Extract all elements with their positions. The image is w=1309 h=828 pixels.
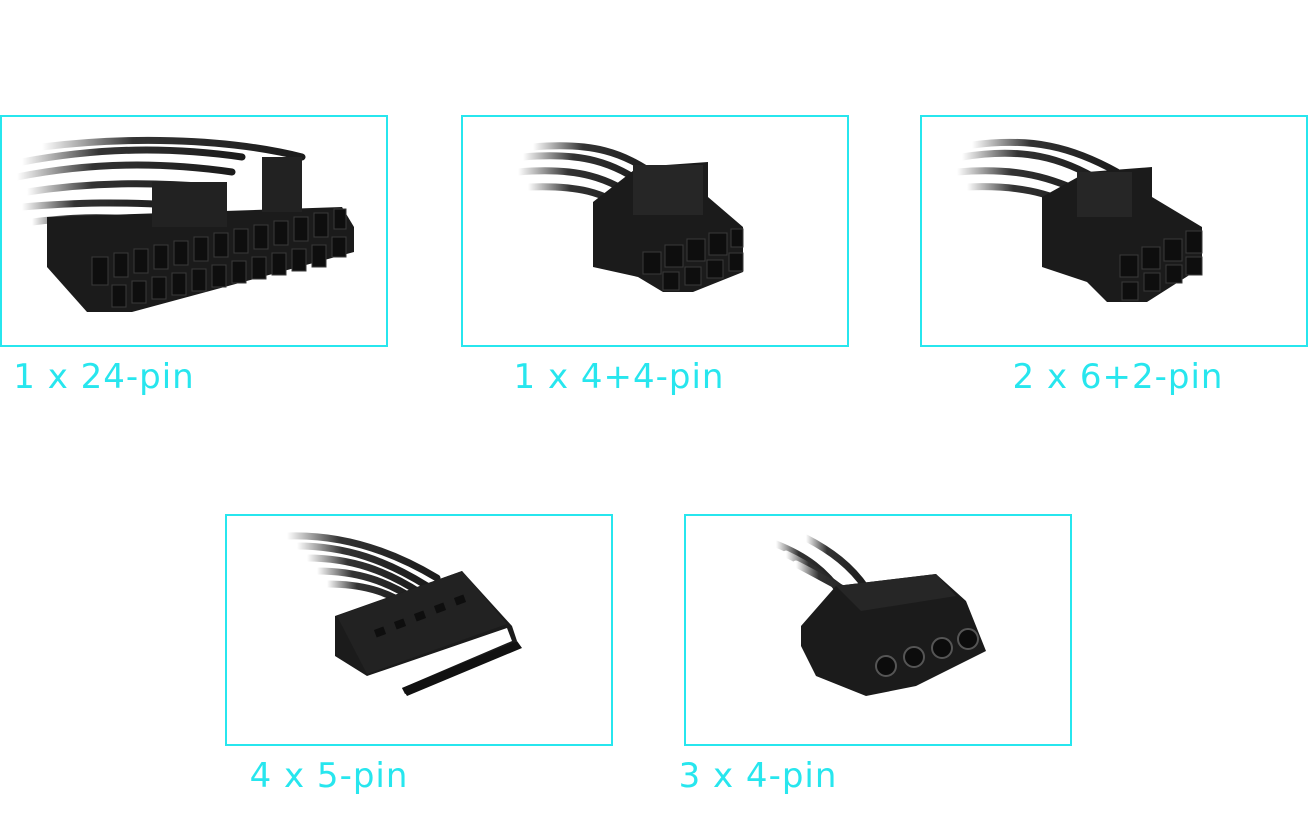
connector-image-frame <box>920 115 1308 347</box>
connector-card-24pin: 1 x 24-pin <box>0 115 388 397</box>
connector-image-frame <box>461 115 849 347</box>
atx-24pin-connector-icon <box>13 136 354 312</box>
connector-label: 3 x 4-pin <box>678 756 838 796</box>
eps-4plus4pin-connector-icon <box>514 142 744 292</box>
connector-label: 2 x 6+2-pin <box>1012 357 1224 397</box>
connector-label: 1 x 4+4-pin <box>513 357 725 397</box>
connector-card-5pin: 4 x 5-pin <box>225 514 613 796</box>
connector-image-frame <box>684 514 1072 746</box>
connector-card-4plus4pin: 1 x 4+4-pin <box>461 115 849 397</box>
pcie-6plus2pin-connector-icon <box>953 138 1203 302</box>
connector-card-6plus2pin: 2 x 6+2-pin <box>920 115 1308 397</box>
sata-5pin-connector-icon <box>283 532 522 696</box>
molex-4pin-connector-icon <box>772 534 986 696</box>
connector-image-frame <box>225 514 613 746</box>
connector-label: 1 x 24-pin <box>13 357 195 397</box>
connector-card-4pin: 3 x 4-pin <box>679 514 1072 796</box>
connector-image-frame <box>0 115 388 347</box>
connector-label: 4 x 5-pin <box>249 756 409 796</box>
